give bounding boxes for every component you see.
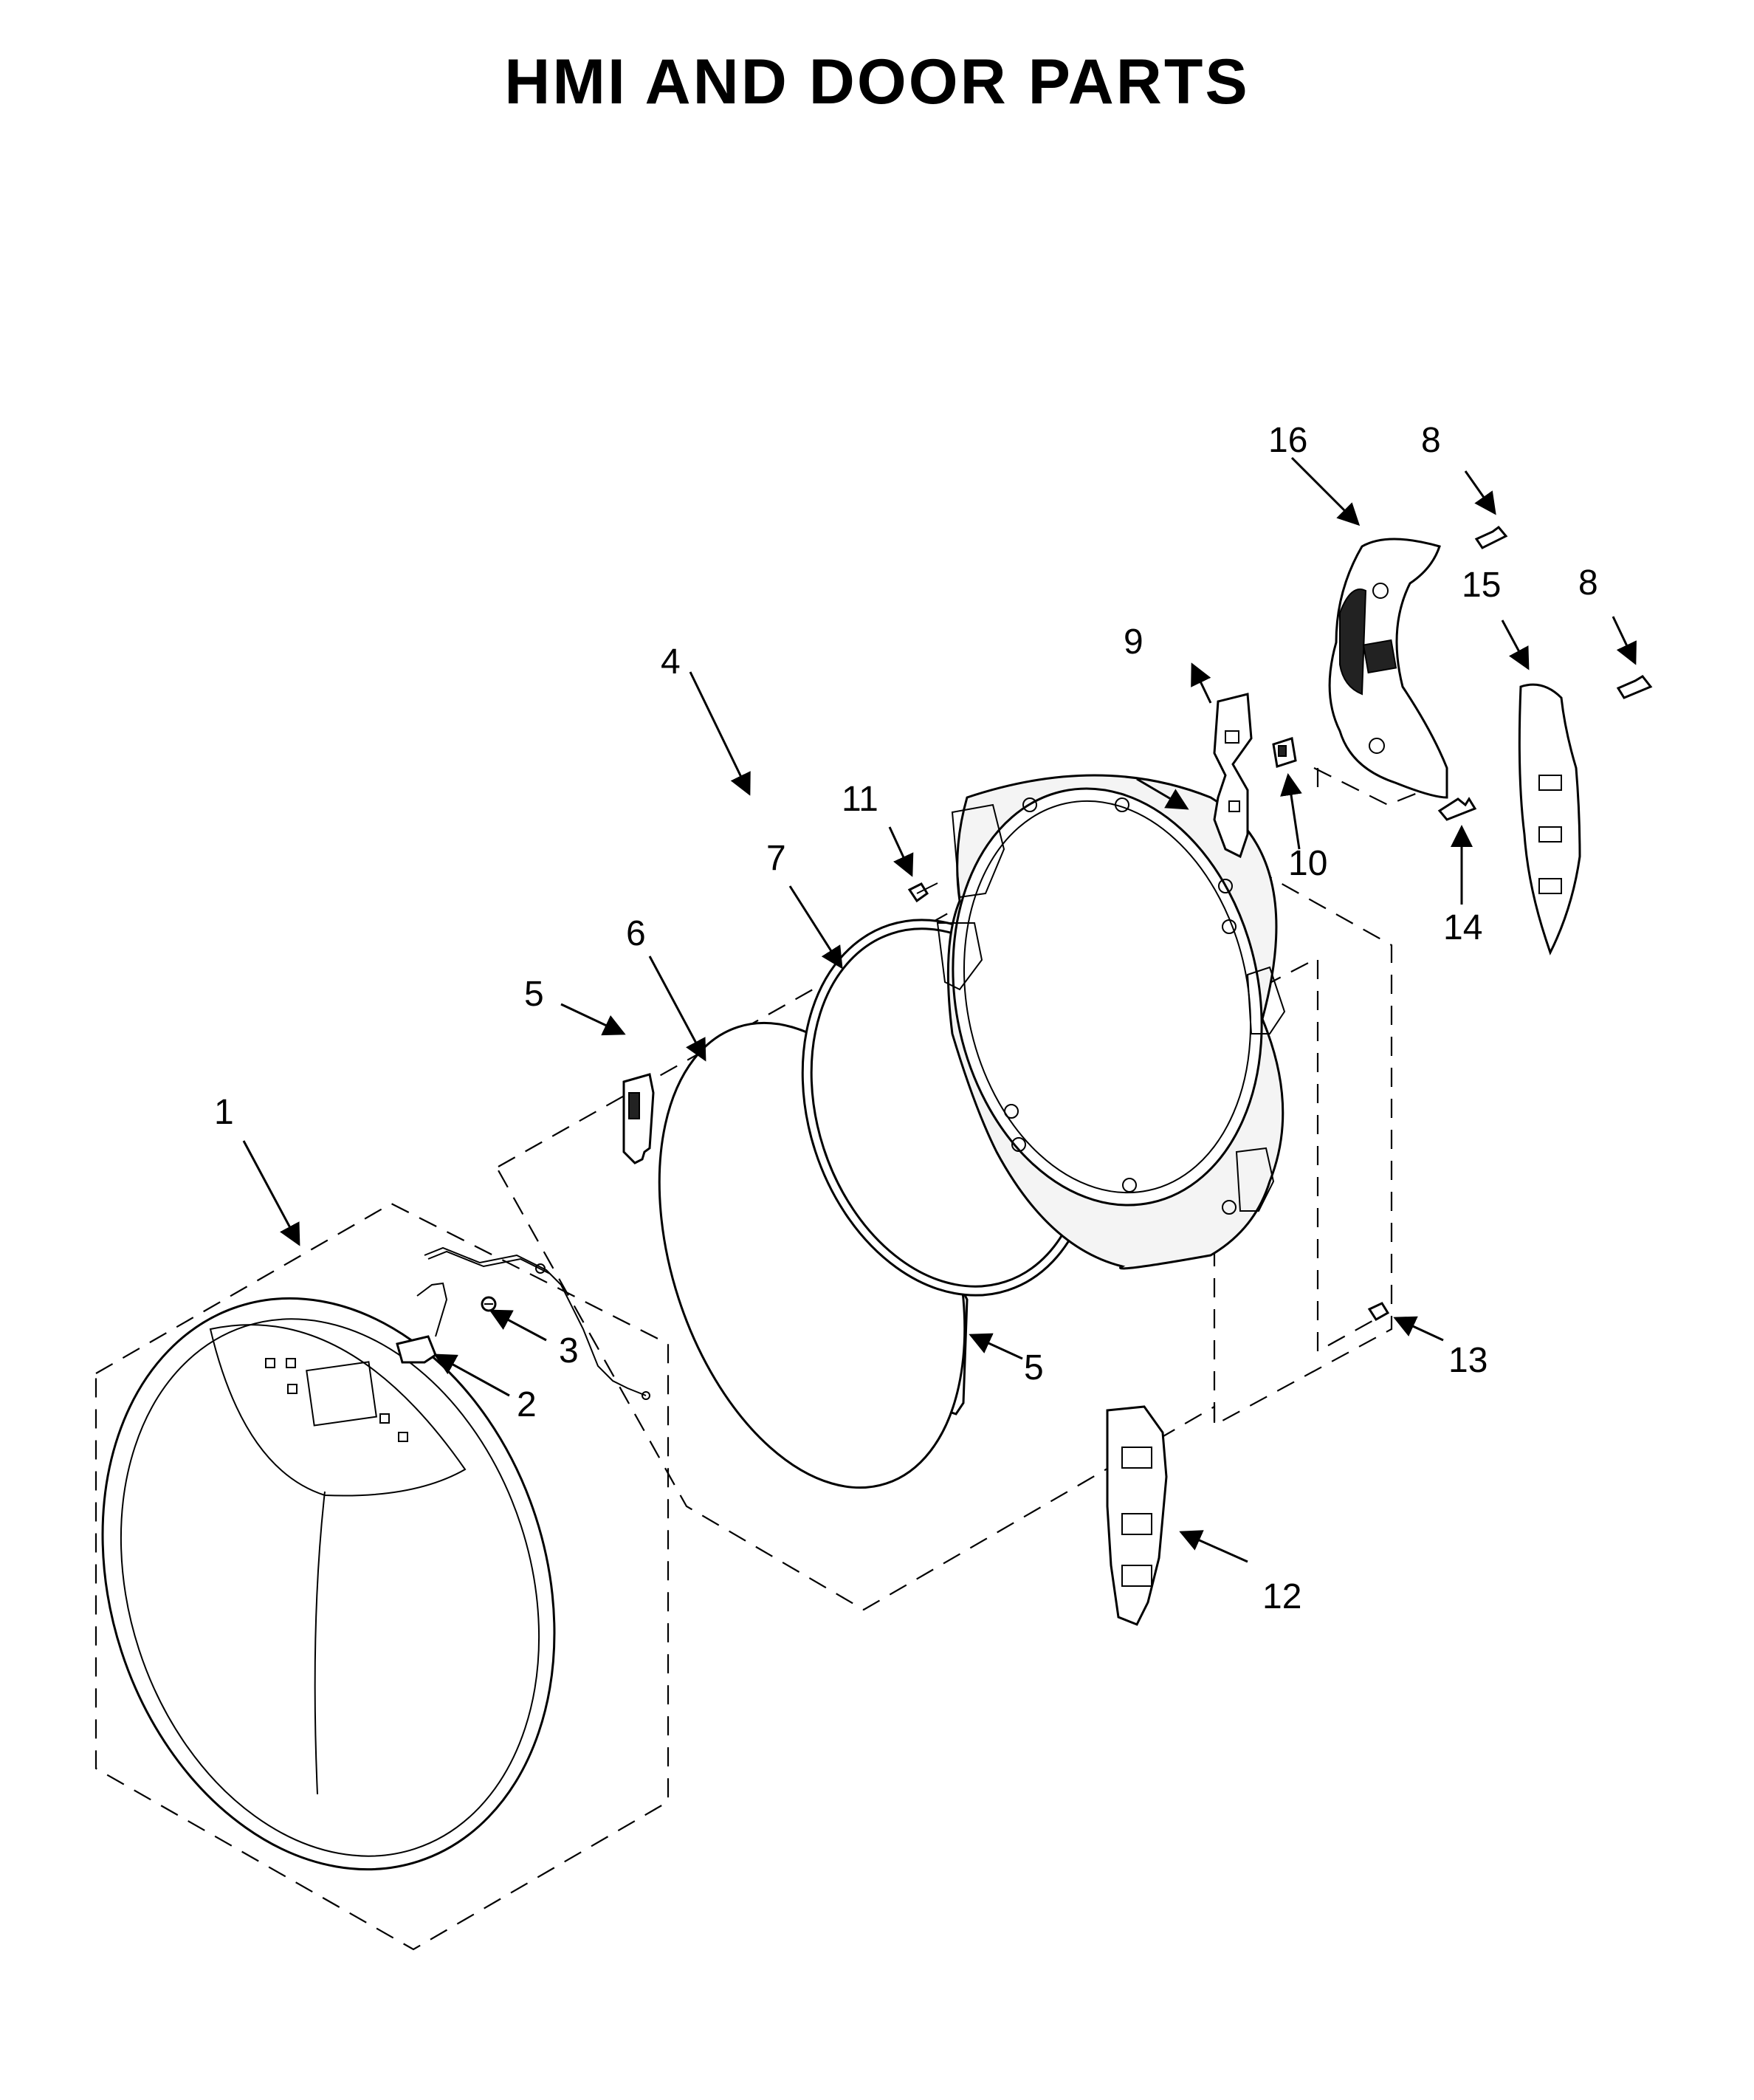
callout-11: 11 bbox=[842, 780, 878, 819]
assembly-box-hinge bbox=[1313, 767, 1425, 806]
callout-4: 4 bbox=[661, 642, 681, 682]
part-13-screw bbox=[1367, 1302, 1390, 1322]
callout-9: 9 bbox=[1124, 622, 1143, 662]
callout-13: 13 bbox=[1448, 1341, 1488, 1380]
callout-8-lower: 8 bbox=[1578, 563, 1598, 603]
callout-5-lower: 5 bbox=[1024, 1348, 1044, 1387]
callout-16: 16 bbox=[1268, 421, 1307, 460]
callout-7: 7 bbox=[766, 839, 786, 878]
part-5-hinge-cover-upper bbox=[622, 1073, 655, 1164]
part-1-door-outer-panel bbox=[101, 1297, 556, 1871]
part-4-inner-door-frame bbox=[936, 774, 1286, 1270]
assembly-box-door-outer bbox=[94, 1202, 670, 1951]
part-8-screw-lower bbox=[1616, 675, 1653, 699]
callout-5-upper: 5 bbox=[524, 975, 544, 1014]
callout-1: 1 bbox=[214, 1093, 234, 1132]
callout-3: 3 bbox=[559, 1331, 579, 1370]
part-8-screw-upper bbox=[1474, 525, 1508, 549]
part-11-screw bbox=[907, 882, 938, 903]
diagram-title: HMI AND DOOR PARTS bbox=[504, 47, 1250, 117]
part-15-door-handle-inner bbox=[1518, 683, 1581, 955]
callout-6: 6 bbox=[626, 914, 646, 953]
part-3-screw bbox=[481, 1296, 497, 1312]
callout-12: 12 bbox=[1262, 1577, 1301, 1616]
callout-14: 14 bbox=[1443, 908, 1482, 947]
part-12-hinge-bracket bbox=[1106, 1405, 1168, 1626]
part-14-screw bbox=[1437, 797, 1477, 821]
callout-2: 2 bbox=[517, 1385, 537, 1424]
callout-15: 15 bbox=[1462, 566, 1501, 605]
callout-labels: 1 2 3 4 5 5 6 7 8 8 9 10 11 12 13 14 15 … bbox=[214, 421, 1598, 1616]
part-9-hinge-plate bbox=[1213, 693, 1253, 859]
callout-10: 10 bbox=[1288, 844, 1327, 883]
callout-8-upper: 8 bbox=[1421, 421, 1441, 460]
part-2-hmi-harness-bracket bbox=[396, 1246, 650, 1400]
part-16-door-handle-outer bbox=[1328, 538, 1448, 799]
part-10-latch-block bbox=[1272, 737, 1297, 768]
leader-lines bbox=[242, 456, 1637, 1563]
